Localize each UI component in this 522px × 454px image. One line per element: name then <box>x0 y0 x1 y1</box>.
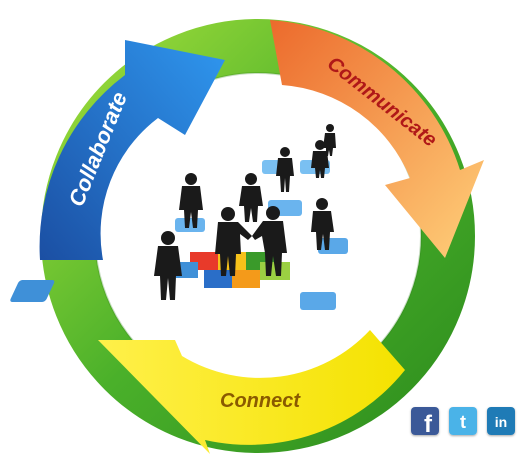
facebook-glyph: f <box>411 407 439 435</box>
collaborate-arrow <box>39 40 225 260</box>
svg-text:t: t <box>460 412 466 432</box>
twitter-glyph: t <box>449 407 477 435</box>
facebook-icon[interactable]: f <box>411 407 439 435</box>
linkedin-glyph: in <box>487 407 515 435</box>
connect-label: Connect <box>220 390 301 412</box>
linkedin-icon[interactable]: in <box>487 407 515 435</box>
svg-text:f: f <box>424 411 433 435</box>
twitter-icon[interactable]: t <box>449 407 477 435</box>
communicate-arrow <box>270 20 484 258</box>
connect-arrow <box>98 330 405 454</box>
svg-text:in: in <box>495 414 507 430</box>
puzzle-pieces <box>10 160 348 310</box>
people-silhouettes <box>154 124 336 300</box>
business-network-puzzle-icon <box>10 124 348 310</box>
